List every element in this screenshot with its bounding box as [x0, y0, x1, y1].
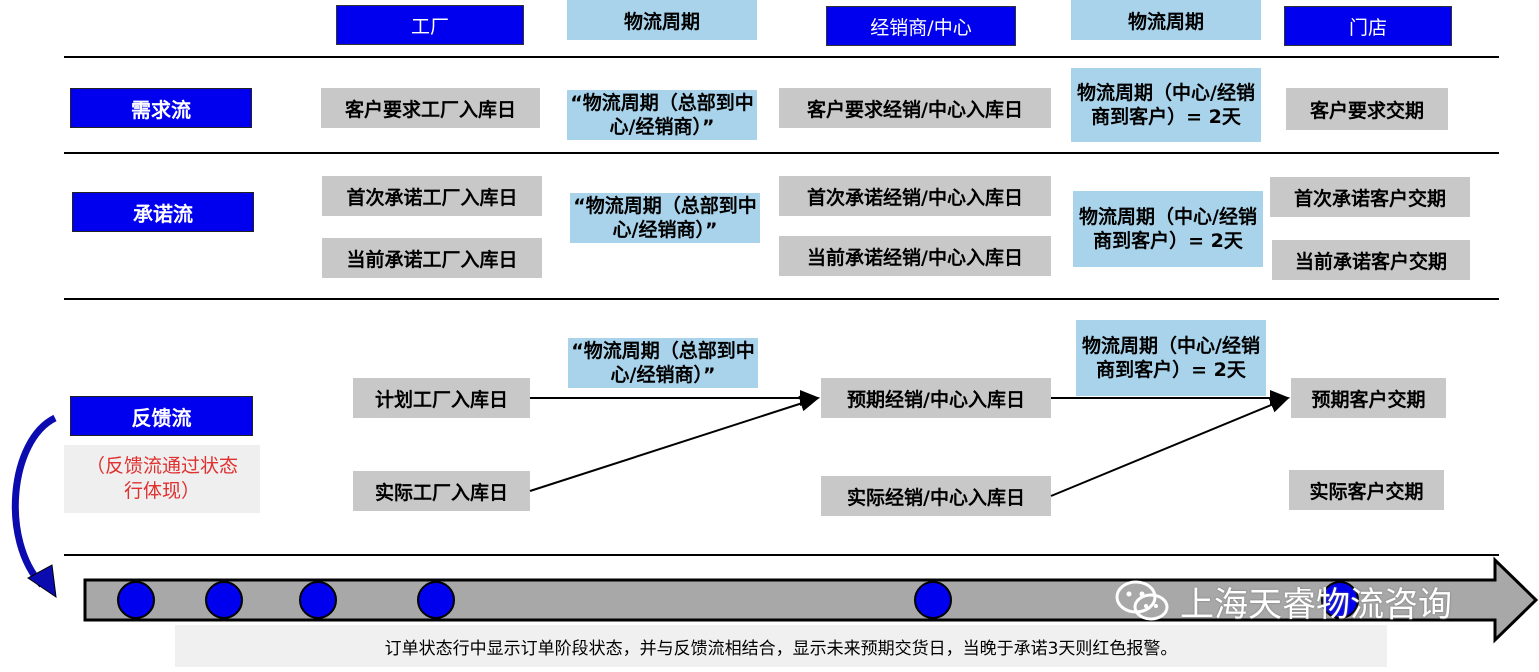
header-factory: 工厂 — [336, 5, 524, 45]
separator-line — [64, 56, 1499, 58]
curved-feedback-arrow — [11, 414, 57, 588]
separator-line — [64, 298, 1499, 300]
header-cycle-1: 物流周期 — [567, 0, 757, 40]
status-milestone — [417, 581, 455, 619]
status-milestone — [914, 581, 952, 619]
demand-cycle-1-box: “物流周期（总部到中心/经销商）” — [567, 90, 757, 140]
feedback-dealer-expected-box: 预期经销/中心入库日 — [821, 378, 1051, 418]
feedback-dealer-actual-box: 实际经销/中心入库日 — [821, 476, 1051, 516]
demand-factory-box: 客户要求工厂入库日 — [321, 88, 540, 128]
separator-line — [64, 554, 1499, 556]
commit-dealer-current-box: 当前承诺经销/中心入库日 — [779, 236, 1051, 276]
separator-line — [64, 152, 1499, 154]
demand-cycle-2-box: 物流周期（中心/经销商到客户）= 2天 — [1071, 68, 1261, 142]
feedback-factory-plan-box: 计划工厂入库日 — [353, 378, 530, 418]
feedback-note: （反馈流通过状态行体现） — [64, 445, 260, 513]
feedback-cycle-1-box: “物流周期（总部到中心/经销商）” — [568, 338, 758, 388]
demand-store-box: 客户要求交期 — [1286, 88, 1448, 130]
demand-dealer-box: 客户要求经销/中心入库日 — [779, 88, 1051, 128]
header-store: 门店 — [1284, 6, 1452, 46]
row-label-commit: 承诺流 — [72, 192, 254, 232]
status-milestone — [117, 581, 155, 619]
status-milestone — [205, 581, 243, 619]
commit-cycle-1-box: “物流周期（总部到中心/经销商）” — [570, 193, 760, 243]
wechat-icon — [1115, 580, 1169, 621]
commit-dealer-first-box: 首次承诺经销/中心入库日 — [779, 176, 1051, 216]
commit-cycle-2-box: 物流周期（中心/经销商到客户）= 2天 — [1073, 191, 1263, 267]
header-cycle-2: 物流周期 — [1071, 0, 1261, 40]
feedback-factory-actual-box: 实际工厂入库日 — [353, 471, 530, 511]
status-line-arrow — [83, 556, 1539, 644]
arrow-actual-to-dealer — [529, 395, 820, 492]
curved-arrow-head — [27, 564, 57, 599]
feedback-store-actual-box: 实际客户交期 — [1289, 470, 1444, 510]
feedback-cycle-2-box: 物流周期（中心/经销商到客户）= 2天 — [1076, 320, 1266, 396]
row-label-feedback: 反馈流 — [70, 396, 253, 436]
caption: 订单状态行中显示订单阶段状态，并与反馈流相结合，显示未来预期交货日，当晚于承诺3… — [175, 625, 1387, 667]
commit-factory-first-box: 首次承诺工厂入库日 — [322, 176, 542, 216]
status-milestone — [1321, 581, 1359, 619]
header-dealer: 经销商/中心 — [826, 6, 1016, 46]
commit-store-current-box: 当前承诺客户交期 — [1272, 240, 1470, 280]
commit-store-first-box: 首次承诺客户交期 — [1270, 177, 1470, 217]
watermark-text: 上海天睿物流咨询 — [1180, 584, 1452, 625]
status-milestone — [299, 581, 337, 619]
commit-factory-current-box: 当前承诺工厂入库日 — [322, 238, 542, 278]
arrow-dealer-actual-to-store — [1050, 397, 1290, 497]
watermark: 上海天睿物流咨询 — [1114, 578, 1452, 625]
feedback-store-expected-box: 预期客户交期 — [1291, 378, 1446, 418]
row-label-demand: 需求流 — [70, 88, 252, 128]
